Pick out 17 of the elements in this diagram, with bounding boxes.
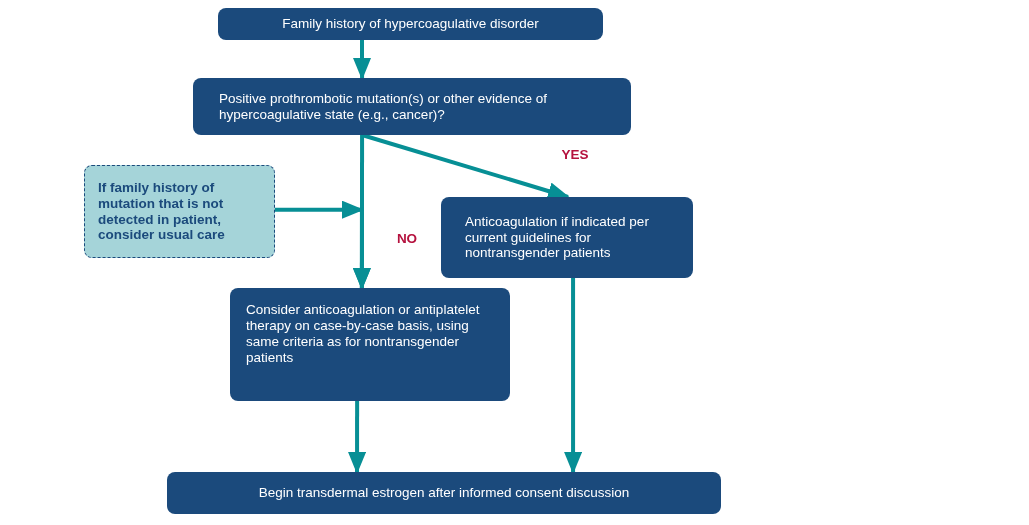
box-text: If family history of mutation that is not detected in patient, consider usual care xyxy=(98,179,226,244)
process-box xyxy=(230,288,510,401)
process-box xyxy=(193,78,631,135)
arrow xyxy=(361,133,570,200)
arrow xyxy=(564,278,583,474)
note-box xyxy=(84,165,275,258)
box-text: Positive prothrombotic mutation(s) or other evidence of hypercoagulative state (e.g., cancer)? xyxy=(219,90,548,123)
process-box xyxy=(218,8,603,40)
process-box xyxy=(441,197,693,278)
arrow xyxy=(275,201,371,288)
box-text: Consider anticoagulation or antiplatelet therapy on case-by-case basis, using same criteria as for nontransgender patients xyxy=(246,302,481,366)
arrow xyxy=(353,40,372,80)
process-box xyxy=(167,472,721,514)
box-text: Family history of hypercoagulative disorder xyxy=(281,16,540,32)
arrow xyxy=(348,401,367,474)
box-text: Begin transdermal estrogen after informed consent discussion xyxy=(257,485,631,501)
box-text: Anticoagulation if indicated per current guidelines for nontransgender patients xyxy=(465,213,650,262)
